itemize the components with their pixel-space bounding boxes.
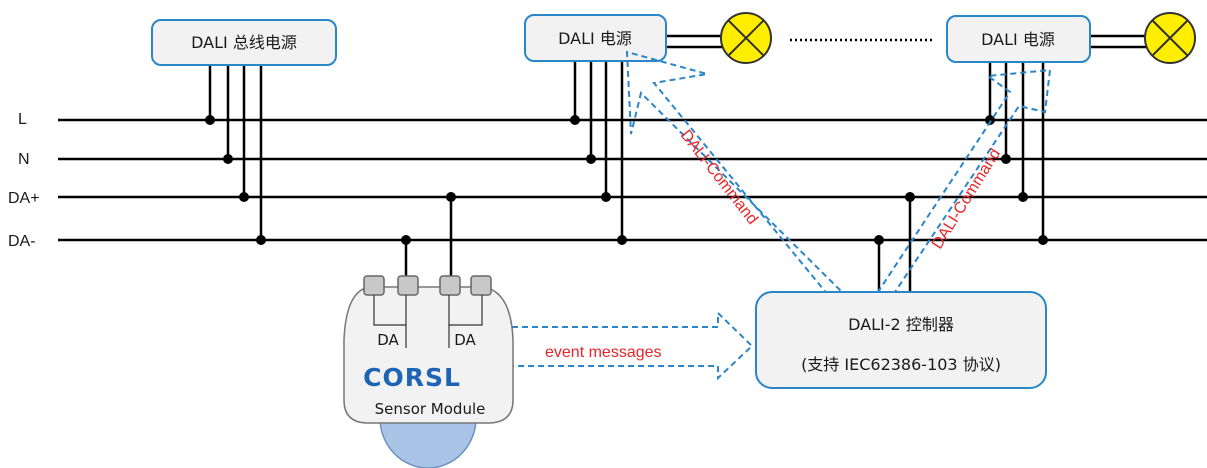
sensor-logo: CORSL: [363, 363, 461, 392]
label-da-plus: DA+: [8, 190, 40, 207]
sensor-name: Sensor Module: [375, 400, 486, 418]
command-label-1: DALI-Command: [677, 127, 761, 228]
power-supply-1-label: DALI 电源: [558, 29, 632, 48]
bus-power-supply: DALI 总线电源: [151, 19, 337, 245]
lamp-icon: [720, 12, 772, 64]
dali-2-controller: DALI-2 控制器 (支持 IEC62386-103 协议): [755, 291, 1047, 389]
command-arrow-2: [874, 68, 1052, 296]
sensor-pin-1: DA: [377, 331, 399, 349]
label-da-minus: DA-: [8, 233, 36, 250]
event-messages-arrow: [511, 310, 754, 381]
controller-subtitle: (支持 IEC62386-103 协议): [801, 355, 1001, 374]
sensor-pin-2: DA: [454, 331, 476, 349]
label-l: L: [18, 111, 27, 128]
event-messages-label: event messages: [545, 344, 662, 361]
lamp-icon: [1144, 12, 1196, 64]
command-arrow-1: [625, 50, 848, 296]
bus-lines: [58, 118, 1207, 242]
controller-bus-wires: [874, 192, 915, 296]
bus-power-supply-label: DALI 总线电源: [191, 33, 297, 52]
label-n: N: [18, 151, 30, 168]
sensor-module: DA DA CORSL Sensor Module: [343, 275, 514, 468]
power-supply-2: DALI 电源: [946, 15, 1146, 245]
sensor-lens: [379, 417, 477, 468]
power-supply-2-label: DALI 电源: [981, 30, 1055, 49]
power-supply-1: DALI 电源: [524, 14, 722, 245]
controller-title: DALI-2 控制器: [848, 315, 954, 334]
